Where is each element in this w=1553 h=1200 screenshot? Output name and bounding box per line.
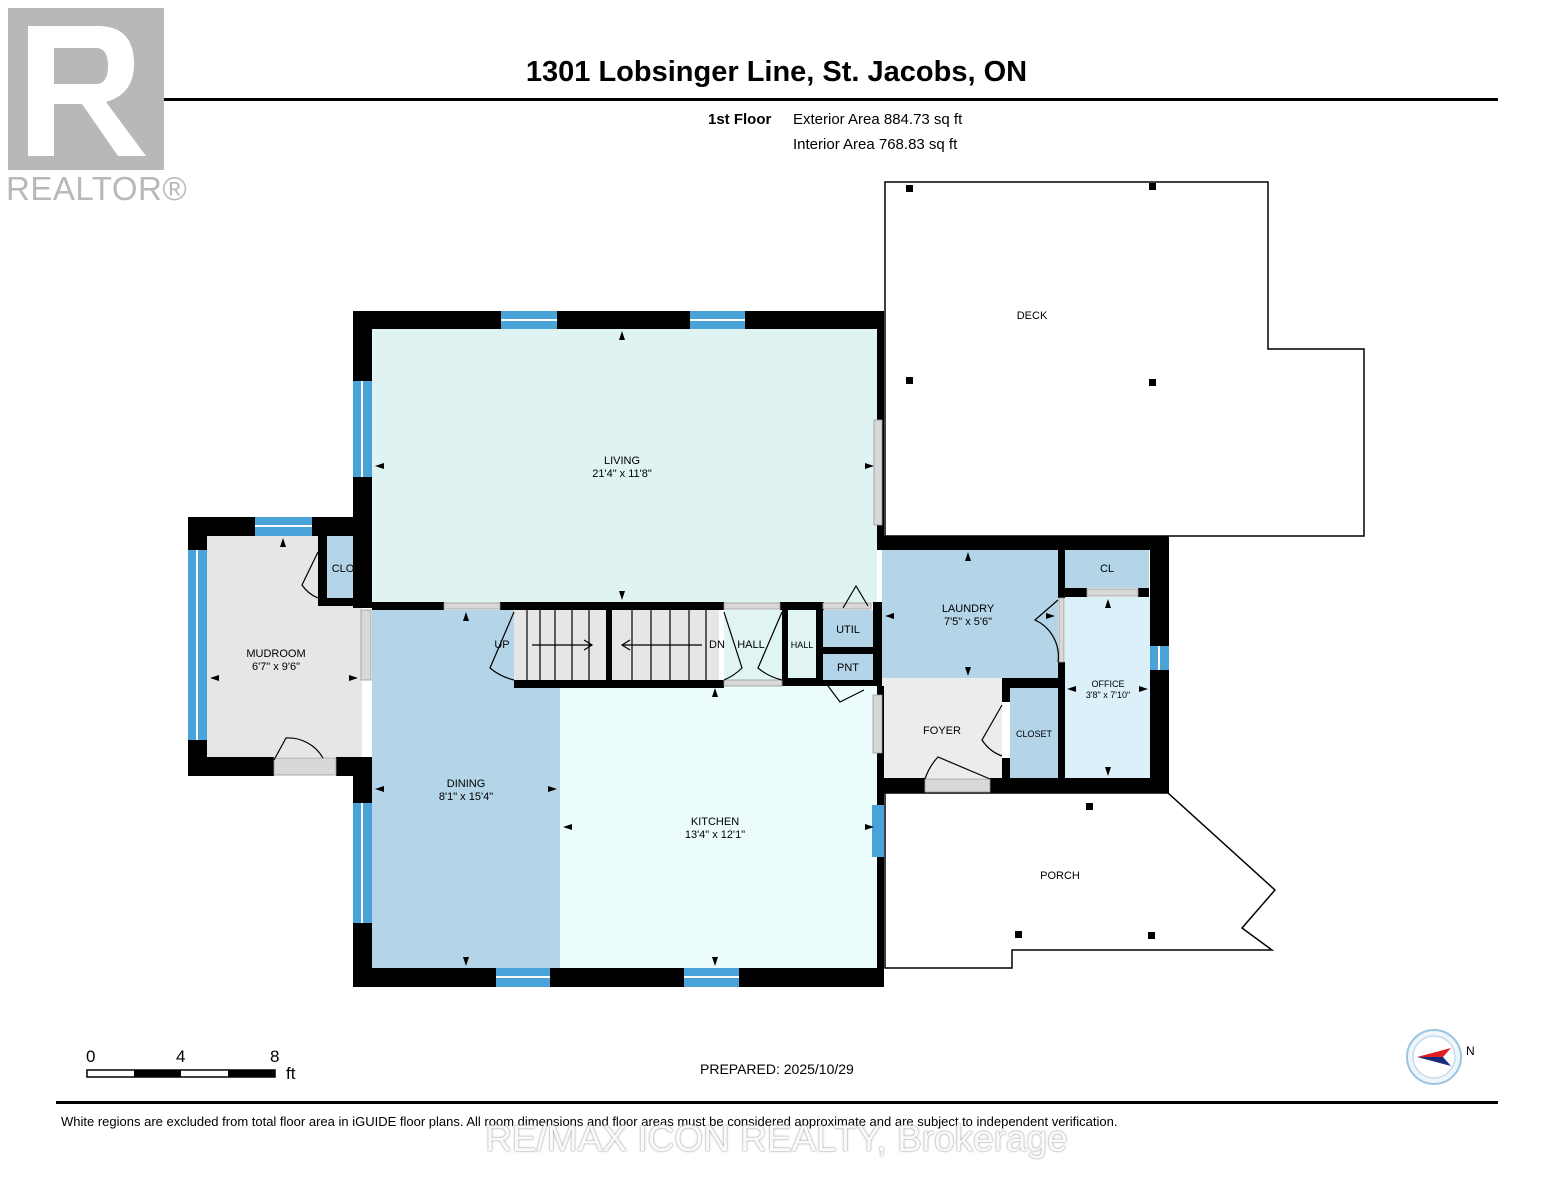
stairs-down-label: DN (709, 639, 725, 651)
deck-area (884, 181, 1365, 537)
compass-icon (1406, 1029, 1462, 1085)
realtor-logo-icon (8, 8, 164, 170)
foyer-room (882, 678, 1002, 778)
laundry-room (882, 550, 1058, 678)
closet-room (1010, 688, 1058, 778)
brokerage-watermark: RE/MAX ICON REALTY, Brokerage (485, 1118, 1068, 1159)
compass-north-label: N (1466, 1044, 1475, 1058)
scale-label-8: 8 (270, 1047, 280, 1066)
cl-label: CL (1100, 563, 1114, 575)
dimension-arrows (210, 331, 1148, 966)
stair-treads (526, 610, 707, 680)
door-swings (273, 551, 1059, 780)
exterior-area: Exterior Area 884.73 sq ft (793, 111, 963, 128)
office-dims: 3'8" x 7'10" (1086, 690, 1130, 700)
page-title: 1301 Lobsinger Line, St. Jacobs, ON (525, 56, 1028, 88)
kitchen-dims: 13'4" x 12'1" (685, 829, 745, 841)
stairs-up-label: UP (494, 639, 509, 651)
door-openings (273, 419, 1139, 793)
realtor-wordmark: REALTOR® (6, 170, 188, 207)
footer-divider (56, 1101, 1498, 1104)
foyer-label: FOYER (923, 725, 961, 737)
deck-label: DECK (1017, 310, 1048, 322)
office-room (1065, 597, 1150, 778)
stair-up-arrow-icon (583, 639, 594, 651)
laundry-label: LAUNDRY (942, 603, 995, 615)
office-label: OFFICE (1092, 679, 1125, 689)
closet-label: CLOSET (1016, 729, 1053, 739)
scale-unit: ft (286, 1064, 296, 1083)
living-label: LIVING (604, 455, 640, 467)
living-room (372, 329, 877, 605)
scale-label-0: 0 (86, 1047, 96, 1066)
stair-down-arrow-icon (620, 639, 631, 651)
scale-label-4: 4 (176, 1047, 186, 1066)
porch-label: PORCH (1040, 870, 1080, 882)
interior-area: Interior Area 768.83 sq ft (793, 136, 958, 153)
cl-room (1065, 550, 1149, 588)
living-dims: 21'4" x 11'8" (592, 468, 652, 480)
util-label: UTIL (836, 624, 860, 636)
hall-room (724, 610, 782, 682)
kitchen-room (560, 686, 877, 968)
clo-label: CLO (332, 563, 355, 575)
scale-bar (86, 1069, 276, 1078)
dining-label: DINING (447, 778, 486, 790)
floor-label: 1st Floor (708, 111, 772, 128)
pnt-room (823, 654, 873, 680)
prepared-date: PREPARED: 2025/10/29 (700, 1061, 854, 1077)
window-lines (196, 319, 1160, 978)
hall2-room (788, 610, 816, 682)
header-divider (56, 98, 1498, 101)
util-room (823, 610, 873, 647)
mudroom-dims: 6'7" x 9'6" (252, 661, 300, 673)
porch-area (884, 792, 1277, 969)
hall-label: HALL (737, 639, 765, 651)
pnt-label: PNT (837, 662, 859, 674)
kitchen-label: KITCHEN (691, 816, 739, 828)
dining-dims: 8'1" x 15'4" (439, 791, 493, 803)
posts (906, 183, 1156, 939)
laundry-dims: 7'5" x 5'6" (944, 616, 992, 628)
hall2-label: HALL (791, 640, 814, 650)
disclaimer-text: White regions are excluded from total fl… (61, 1114, 1118, 1129)
mudroom-label: MUDROOM (246, 648, 305, 660)
